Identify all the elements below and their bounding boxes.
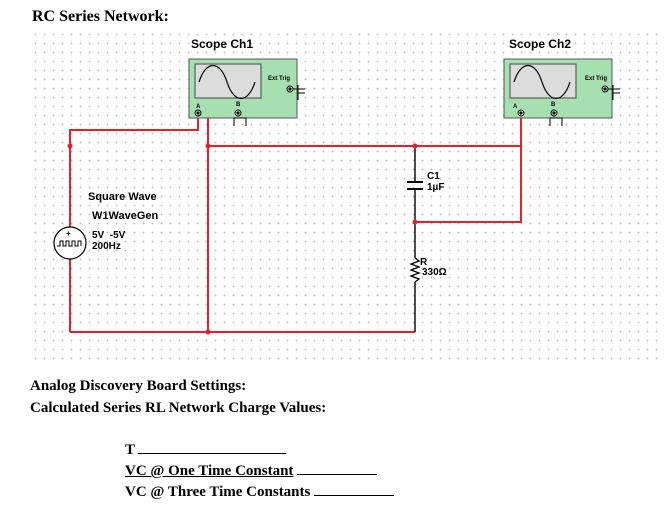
scope-ch1-b-label: B xyxy=(236,102,241,108)
resistor-icon xyxy=(409,257,421,283)
scope-ch1-terminals xyxy=(194,109,247,126)
vc-one-label: VC @ One Time Constant xyxy=(125,463,294,479)
scope-ch2-a-label: A xyxy=(513,104,518,110)
scope-ch1-ext-trig-label: Ext Trig xyxy=(268,76,290,82)
source-label-line1: Square Wave xyxy=(88,191,157,203)
resistor-r[interactable]: R 330Ω xyxy=(409,257,447,283)
square-wave-icon xyxy=(57,240,82,247)
junction-dots xyxy=(67,143,418,335)
scope-ch2-b-label: B xyxy=(551,102,556,108)
capacitor-name-label: C1 xyxy=(427,171,440,182)
calculated-values: T VC @ One Time Constant VC @ Three Time… xyxy=(125,440,395,503)
scope-ch1-ext-trig-terminal xyxy=(286,85,305,100)
tau-row: T xyxy=(125,440,394,461)
vc-three-label: VC @ Three Time Constants xyxy=(125,484,311,500)
scope-ch2-label: Scope Ch2 xyxy=(509,37,571,51)
resistor-value-label: 330Ω xyxy=(422,267,447,278)
circuit-wires xyxy=(69,118,522,333)
source-voltage-label: 5V -5V xyxy=(92,230,126,241)
tau-answer-blank[interactable] xyxy=(138,452,287,454)
vc-three-answer-blank[interactable] xyxy=(314,494,395,496)
vc-three-row: VC @ Three Time Constants xyxy=(125,482,395,503)
scope-ch1-label: Scope Ch1 xyxy=(191,37,253,51)
scope-ch1-a-label: A xyxy=(196,104,201,110)
settings-section: Analog Discovery Board Settings: Calcula… xyxy=(30,375,326,419)
source-label-line2: W1WaveGen xyxy=(92,210,159,222)
vc-one-answer-blank[interactable] xyxy=(297,473,378,475)
source-plus-label: + xyxy=(66,229,71,238)
scope-ch1[interactable]: Scope Ch1 Ext Trig A B xyxy=(188,37,305,126)
scope-ch2-ext-trig-terminal xyxy=(601,85,620,100)
scope-ch2[interactable]: Scope Ch2 Ext Trig A B xyxy=(503,37,620,126)
tau-label: T xyxy=(125,442,135,458)
scope-ch1-waveform-icon xyxy=(198,64,256,100)
capacitor-c1[interactable]: C1 1µF xyxy=(407,171,444,193)
vc-one-row: VC @ One Time Constant xyxy=(125,461,394,482)
schematic-grid xyxy=(29,28,663,360)
scope-ch2-ext-trig-label: Ext Trig xyxy=(585,76,607,82)
resistor-name-label: R xyxy=(420,257,428,268)
source-frequency-label: 200Hz xyxy=(92,241,121,252)
scope-ch2-waveform-icon xyxy=(513,64,571,100)
capacitor-icon xyxy=(407,181,423,190)
square-wave-source[interactable]: + Square Wave W1WaveGen 5V -5V 200Hz xyxy=(53,191,159,260)
settings-heading: Analog Discovery Board Settings: xyxy=(30,378,247,394)
source-symbol-icon xyxy=(53,226,87,260)
capacitor-value-label: 1µF xyxy=(427,182,444,193)
scope-ch2-terminals xyxy=(517,109,563,126)
page-title: RC Series Network: xyxy=(32,8,169,25)
calc-heading: Calculated Series RL Network Charge Valu… xyxy=(30,400,327,416)
